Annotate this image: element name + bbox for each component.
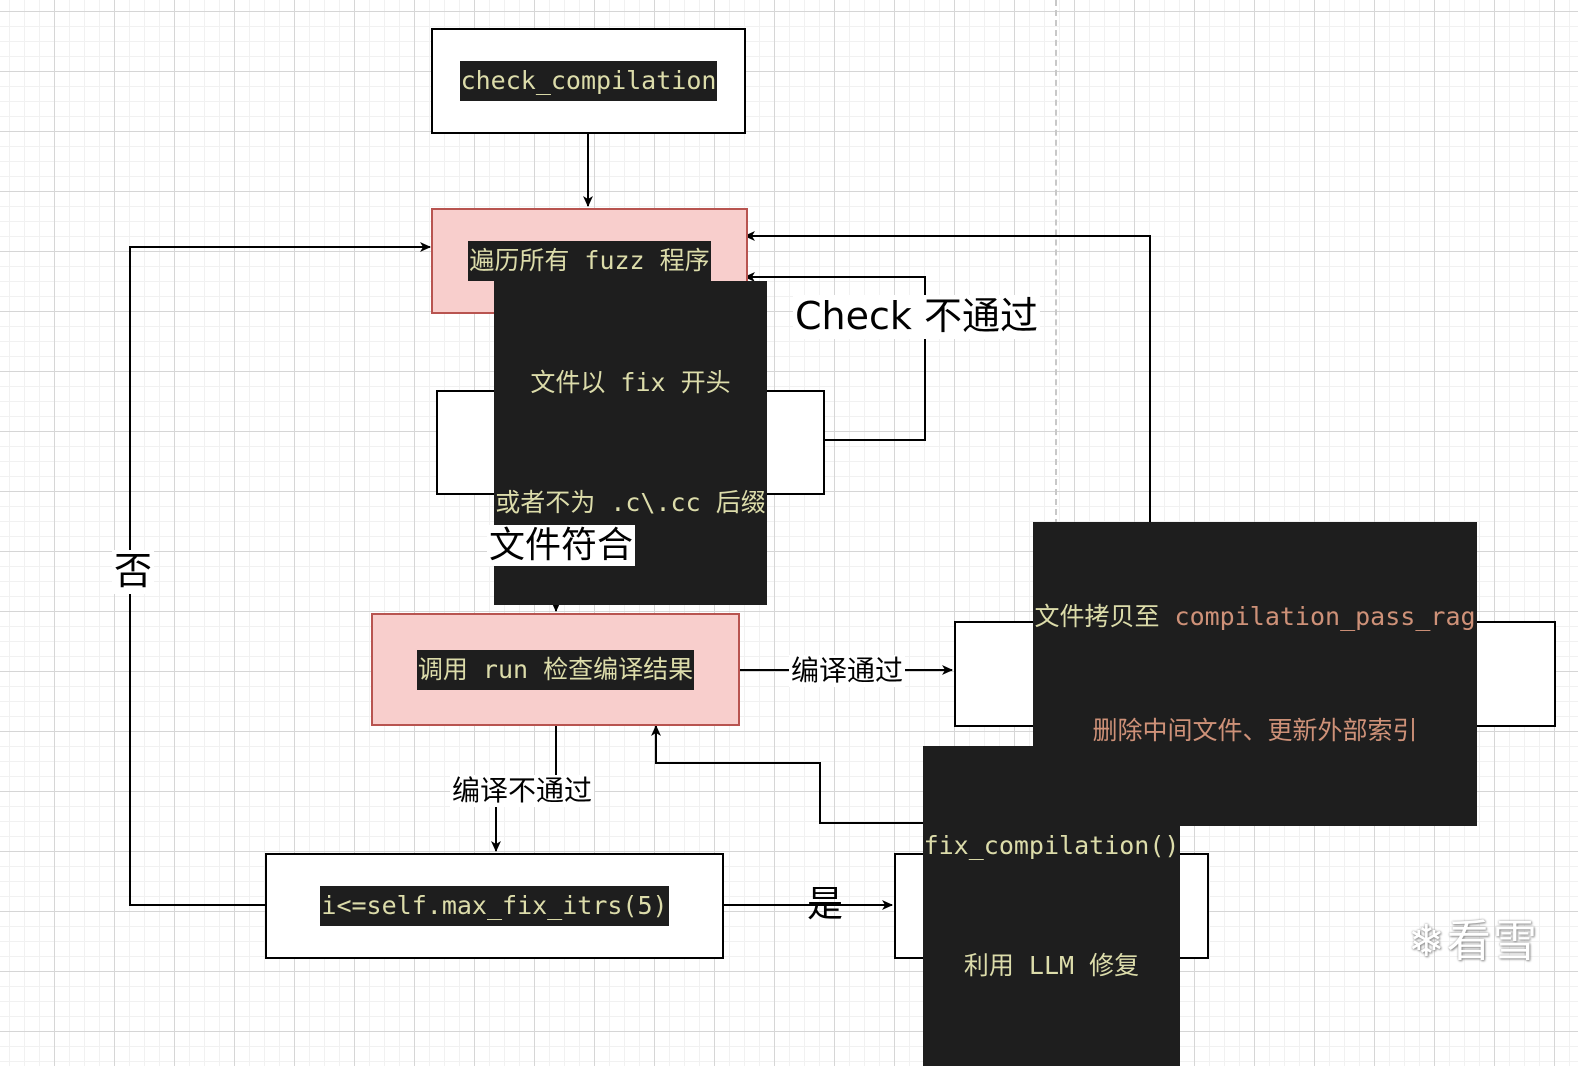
- node-file-filter[interactable]: 文件以 fix 开头 或者不为 .c\.cc 后缀: [436, 280, 825, 605]
- node-max-iters-text: i<=self.max_fix_itrs(5): [320, 886, 669, 926]
- node-copy-pass-line1-prefix: 文件拷贝至: [1034, 602, 1175, 631]
- node-fix-compilation-textblock: fix_compilation() 利用 LLM 修复: [922, 746, 1181, 1066]
- node-run-check[interactable]: 调用 run 检查编译结果: [371, 613, 740, 726]
- node-fix-compilation-line1: fix_compilation(): [923, 831, 1180, 860]
- edge-label-compile-fail: 编译不通过: [450, 774, 595, 808]
- watermark: ❄看雪: [1408, 905, 1539, 969]
- node-copy-pass-line1: 文件拷贝至 compilation_pass_rag: [1034, 598, 1475, 636]
- edge-label-file-ok: 文件符合: [487, 525, 636, 567]
- node-fix-compilation[interactable]: fix_compilation() 利用 LLM 修复: [894, 746, 1209, 1066]
- node-check-compilation[interactable]: check_compilation: [431, 28, 746, 134]
- node-copy-pass-line1-code: compilation_pass_rag: [1174, 602, 1476, 631]
- edge-max-iters-no: [129, 242, 431, 906]
- edge-pass-loop-back: [744, 231, 1151, 621]
- node-copy-pass[interactable]: 文件拷贝至 compilation_pass_rag 删除中间文件、更新外部索引: [954, 522, 1556, 826]
- node-iterate-fuzz-text: 遍历所有 fuzz 程序: [468, 241, 711, 281]
- node-max-iters[interactable]: i<=self.max_fix_itrs(5): [265, 853, 724, 959]
- edge-label-compile-pass: 编译通过: [789, 654, 906, 688]
- edge-filter-check-fail: [744, 272, 926, 441]
- snowflake-icon: ❄: [1408, 916, 1447, 967]
- page-divider-dashed: [1055, 0, 1057, 984]
- watermark-text: 看雪: [1446, 916, 1539, 967]
- edge-label-check-fail: Check 不通过: [793, 294, 1040, 339]
- node-check-compilation-text: check_compilation: [459, 61, 718, 101]
- node-file-filter-line2: 或者不为 .c\.cc 后缀: [495, 487, 766, 517]
- edge-label-no: 否: [112, 549, 155, 594]
- node-file-filter-line1: 文件以 fix 开头: [530, 367, 731, 397]
- edge-label-yes: 是: [807, 884, 844, 925]
- node-fix-compilation-line2: 利用 LLM 修复: [963, 951, 1140, 980]
- edge-run-compile-fail: [496, 725, 557, 851]
- node-run-check-text: 调用 run 检查编译结果: [416, 649, 695, 690]
- node-copy-pass-line2: 删除中间文件、更新外部索引: [1092, 716, 1418, 745]
